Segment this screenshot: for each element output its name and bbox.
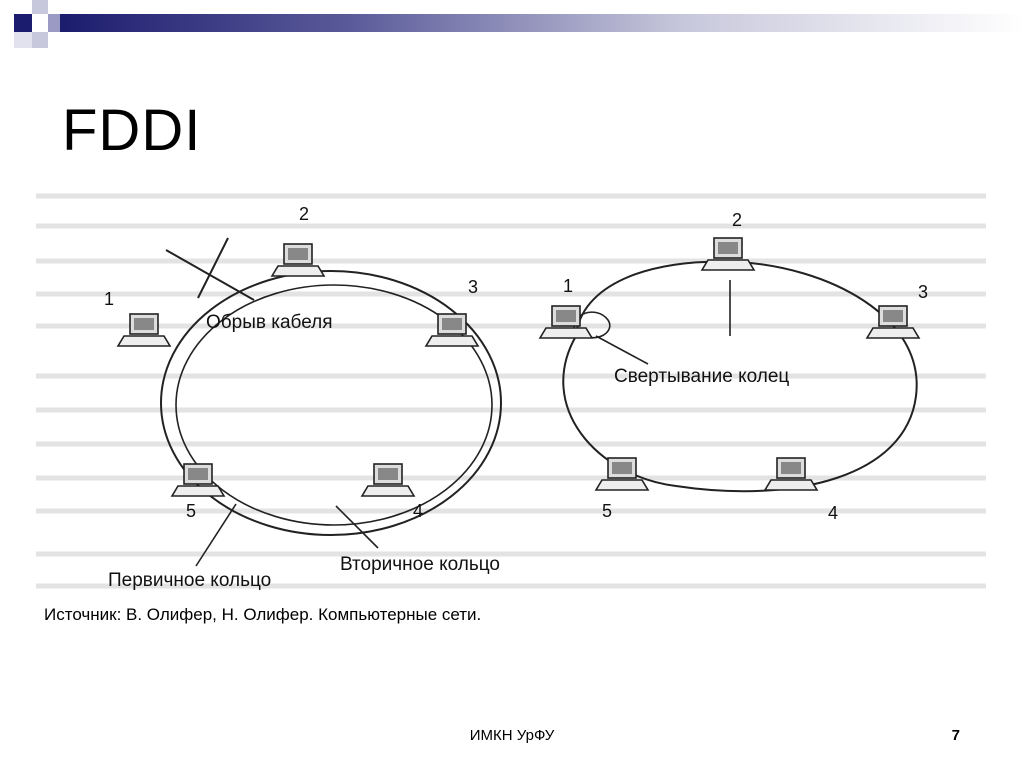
- cable-break-line-2: [197, 237, 229, 299]
- slide-title: FDDI: [62, 98, 202, 163]
- right-node-5-pc: [595, 457, 649, 491]
- footer-institution: ИМКН УрФУ: [469, 727, 555, 744]
- wrap-label: Свертывание колец: [614, 366, 789, 387]
- primary-ring-pointer: [195, 503, 237, 567]
- primary-ring-label: Первичное кольцо: [108, 570, 271, 591]
- secondary-ring-pointer: [335, 505, 379, 549]
- secondary-ring-label: Вторичное кольцо: [340, 554, 500, 575]
- fddi-figure: 1 2 3 4 5 Обрыв кабеля Первичное кольцо …: [36, 186, 986, 602]
- corner-square-light-3: [14, 32, 32, 48]
- wrap-pointer-2: [595, 335, 649, 365]
- left-ring-diagram: 1 2 3 4 5 Обрыв кабеля Первичное кольцо …: [104, 204, 502, 591]
- scan-background: [36, 193, 986, 589]
- right-node-3-label: 3: [918, 282, 928, 302]
- right-ring-diagram: 1 2 3 4 5 Свертывание колец: [539, 210, 928, 523]
- left-node-4-label: 4: [413, 501, 423, 521]
- left-node-1-label: 1: [104, 289, 114, 309]
- left-primary-ring: [160, 270, 502, 536]
- right-node-5-label: 5: [602, 501, 612, 521]
- cable-break-label: Обрыв кабеля: [206, 312, 333, 333]
- right-node-4-label: 4: [828, 503, 838, 523]
- right-node-2-pc: [701, 237, 755, 271]
- left-node-3-label: 3: [468, 277, 478, 297]
- left-node-3-pc: [425, 313, 479, 347]
- left-secondary-ring: [175, 284, 493, 526]
- right-node-3-pc: [866, 305, 920, 339]
- right-node-2-label: 2: [732, 210, 742, 230]
- source-citation: Источник: В. Олифер, Н. Олифер. Компьюте…: [44, 605, 482, 624]
- right-node-4-pc: [764, 457, 818, 491]
- left-node-2-label: 2: [299, 204, 309, 224]
- corner-square-light-2: [32, 32, 48, 48]
- left-node-5-label: 5: [186, 501, 196, 521]
- corner-square-dark: [14, 14, 32, 32]
- title-gradient-bar: [60, 14, 1024, 32]
- left-node-1-pc: [117, 313, 171, 347]
- right-node-1-label: 1: [563, 276, 573, 296]
- corner-square-light: [32, 0, 48, 14]
- corner-square-mid: [48, 14, 60, 32]
- page-number: 7: [951, 727, 960, 744]
